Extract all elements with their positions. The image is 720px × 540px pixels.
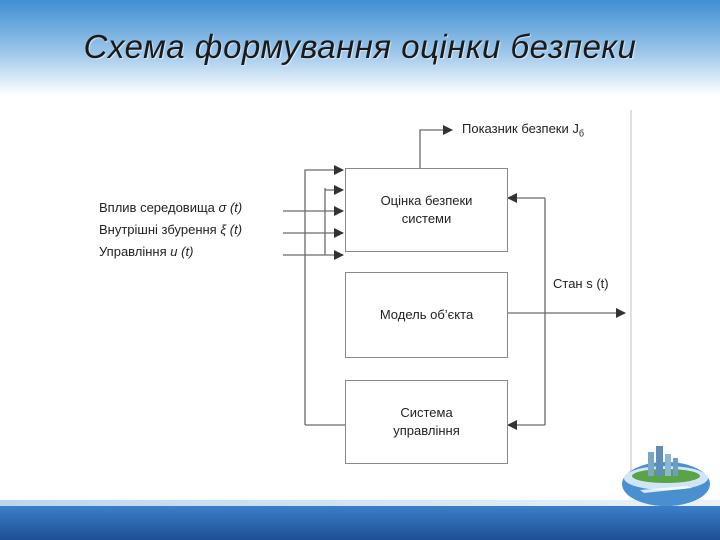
diagram-frame [285,110,632,480]
control-box: Система управління [345,380,508,464]
output-label-subscript: б [578,128,585,139]
assessment-box: Оцінка безпеки системи [345,168,508,252]
globe-city-icon [622,446,710,506]
input-label-1: Вплив середовища σ (t) [99,200,242,215]
control-box-line-2: управління [393,423,460,438]
assessment-box-line-1: Оцінка безпеки [380,193,473,208]
state-label: Стан s (t) [553,276,609,291]
input-label-1-text: Вплив середовища [99,200,215,215]
input-label-2: Внутрішні збурення ξ (t) [99,222,242,237]
slide-header [0,0,720,95]
input-label-3: Управління u (t) [99,244,193,259]
model-box-label: Модель об’єкта [379,307,474,322]
output-label-text: Показник безпеки J [462,121,579,136]
input-label-3-text: Управління [99,244,167,259]
slide-title: Схема формування оцінки безпеки [83,28,637,65]
model-box: Модель об’єкта [345,272,508,358]
input-label-1-symbol: σ (t) [218,200,243,215]
input-label-2-text: Внутрішні збурення [99,222,217,237]
output-label: Показник безпеки Jб [462,121,584,139]
feedback-left-outer [304,165,344,425]
output-line [419,125,453,168]
input-label-3-symbol: u (t) [170,244,194,259]
footer-stripe [0,500,720,506]
control-box-line-1: Система [400,405,453,420]
input-label-2-symbol: ξ (t) [220,222,243,237]
slide-footer [0,506,720,540]
assessment-box-line-2: системи [401,211,452,226]
